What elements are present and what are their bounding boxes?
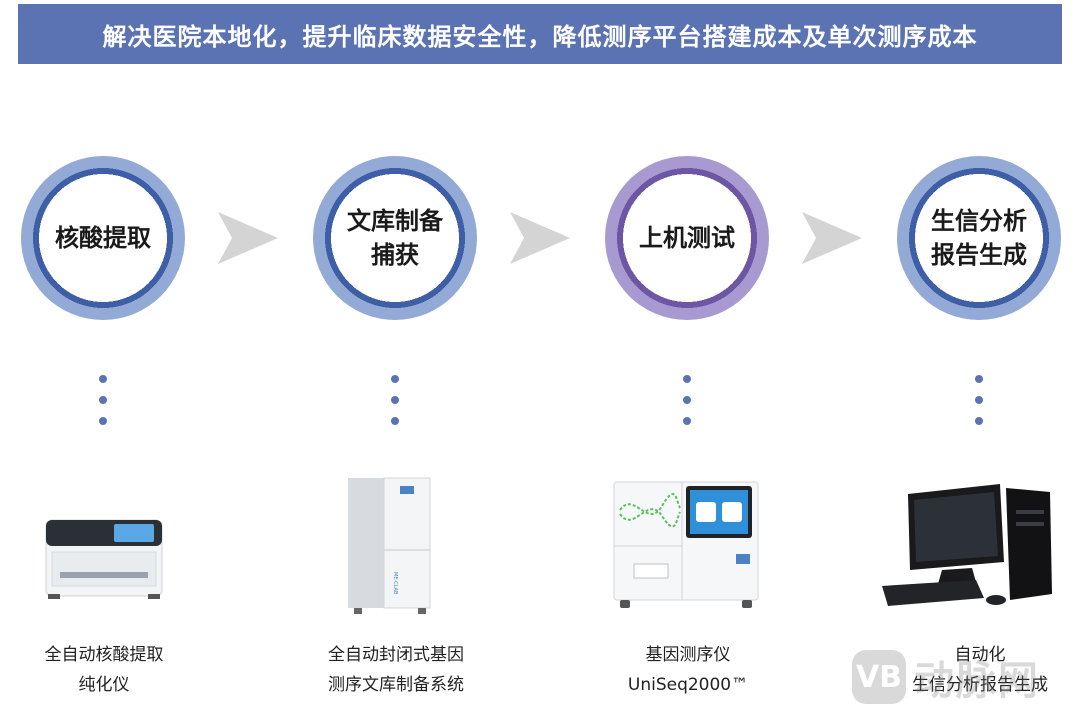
step-ring: 文库制备 捕获	[313, 156, 477, 320]
desktop-computer-icon	[882, 484, 1052, 606]
watermark: VB 动脉网	[852, 648, 1072, 706]
extraction-instrument-icon	[45, 519, 163, 599]
banner-title: 解决医院本地化，提升临床数据安全性，降低测序平台搭建成本及单次测序成本	[102, 22, 978, 51]
step-label: 生信分析 报告生成	[931, 207, 1027, 269]
svg-text:ME·CLAB: ME·CLAB	[392, 572, 398, 595]
step-label: 上机测试	[639, 224, 735, 252]
arrow-right-icon	[510, 212, 570, 264]
connector-dots	[683, 375, 691, 438]
arrow-right-icon	[218, 212, 278, 264]
sequencer-icon	[613, 481, 759, 608]
step-ring: 核酸提取	[21, 156, 185, 320]
connector-dots	[975, 375, 983, 438]
watermark-text: 动脉网	[914, 658, 1040, 704]
step-sequencing: 上机测试	[605, 156, 769, 320]
header-banner: 解决医院本地化，提升临床数据安全性，降低测序平台搭建成本及单次测序成本	[18, 4, 1062, 64]
arrow-right-icon	[802, 212, 862, 264]
step-label: 文库制备 捕获	[347, 207, 443, 269]
step-ring: 上机测试	[605, 156, 769, 320]
device-caption: 基因测序仪 UniSeq2000™	[627, 645, 749, 695]
step-bioinformatics: 生信分析 报告生成	[897, 156, 1061, 320]
library-prep-system-icon: ME·CLAB	[348, 477, 431, 614]
step-nucleic-extraction: 核酸提取	[21, 156, 185, 320]
step-ring: 生信分析 报告生成	[897, 156, 1061, 320]
step-label: 核酸提取	[55, 224, 151, 252]
step-library-prep: 文库制备 捕获	[313, 156, 477, 320]
device-caption: 全自动核酸提取 纯化仪	[44, 645, 164, 695]
connector-dots	[391, 375, 399, 438]
device-caption: 自动化 生信分析报告生成	[912, 645, 1048, 695]
watermark-logo: VB	[852, 650, 906, 704]
connector-dots	[99, 375, 107, 438]
device-caption: 全自动封闭式基因 测序文库制备系统	[328, 645, 464, 695]
